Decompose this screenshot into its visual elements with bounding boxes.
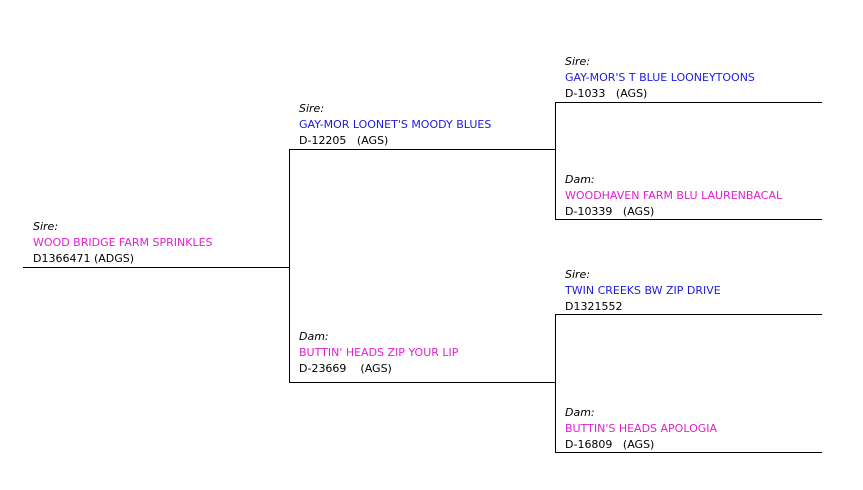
subject-entry: Sire: WOOD BRIDGE FARM SPRINKLES D136647… xyxy=(33,219,213,267)
dam-dam-registration: D-16809 (AGS) xyxy=(565,438,655,451)
sire-dam-registration: D-10339 (AGS) xyxy=(565,205,655,218)
dam-sire-name: TWIN CREEKS BW ZIP DRIVE xyxy=(565,284,721,297)
sire-sire-name: GAY-MOR'S T BLUE LOONEYTOONS xyxy=(565,71,755,84)
dam-sire-entry: Sire: TWIN CREEKS BW ZIP DRIVE D1321552 xyxy=(565,267,721,315)
sire-sire-line xyxy=(555,102,822,103)
sire-sire-role: Sire: xyxy=(565,55,591,68)
subject-registration: D1366471 (ADGS) xyxy=(33,252,135,265)
sire-grandparents-connector xyxy=(555,102,556,219)
sire-sire-entry: Sire: GAY-MOR'S T BLUE LOONEYTOONS D-103… xyxy=(565,54,755,102)
dam-role: Dam: xyxy=(299,330,329,343)
sire-sire-registration: D-1033 (AGS) xyxy=(565,87,648,100)
dam-name: BUTTIN' HEADS ZIP YOUR LIP xyxy=(299,346,459,359)
sire-dam-line xyxy=(555,219,822,220)
sire-registration: D-12205 (AGS) xyxy=(299,134,389,147)
dam-dam-role: Dam: xyxy=(565,406,595,419)
dam-dam-name: BUTTIN'S HEADS APOLOGIA xyxy=(565,422,718,435)
sire-role: Sire: xyxy=(299,102,325,115)
subject-name: WOOD BRIDGE FARM SPRINKLES xyxy=(33,236,213,249)
dam-sire-role: Sire: xyxy=(565,268,591,281)
parents-connector xyxy=(289,149,290,382)
dam-grandparents-connector xyxy=(555,314,556,453)
subject-role: Sire: xyxy=(33,220,59,233)
sire-line xyxy=(289,149,556,150)
dam-sire-registration: D1321552 xyxy=(565,300,623,313)
dam-entry: Dam: BUTTIN' HEADS ZIP YOUR LIP D-23669 … xyxy=(299,329,458,377)
sire-dam-entry: Dam: WOODHAVEN FARM BLU LAURENBACAL D-10… xyxy=(565,172,782,220)
dam-line xyxy=(289,382,556,383)
sire-entry: Sire: GAY-MOR LOONET'S MOODY BLUES D-122… xyxy=(299,101,491,149)
dam-sire-line xyxy=(555,314,822,315)
sire-dam-name: WOODHAVEN FARM BLU LAURENBACAL xyxy=(565,189,783,202)
sire-dam-role: Dam: xyxy=(565,173,595,186)
subject-line xyxy=(23,267,290,268)
dam-registration: D-23669 (AGS) xyxy=(299,362,392,375)
sire-name: GAY-MOR LOONET'S MOODY BLUES xyxy=(299,118,492,131)
dam-dam-line xyxy=(555,452,822,453)
dam-dam-entry: Dam: BUTTIN'S HEADS APOLOGIA D-16809 (AG… xyxy=(565,405,717,453)
